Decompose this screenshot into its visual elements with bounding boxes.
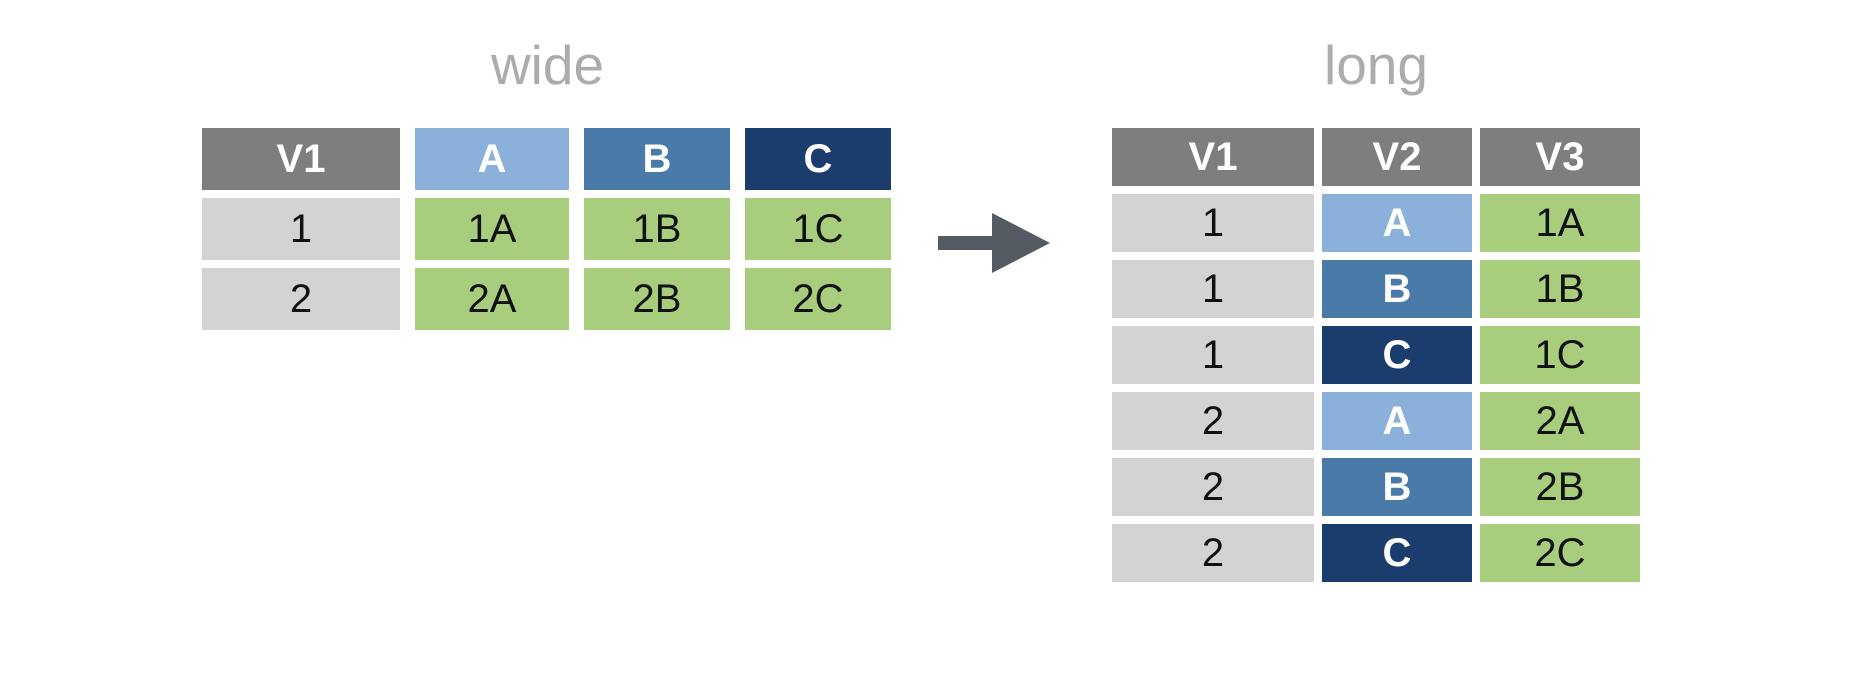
long-cell-r5-v1: 2 [1112,458,1314,516]
long-cell-r6-v1: 2 [1112,524,1314,582]
wide-header-cell-a: A [415,128,569,190]
right-arrow-icon [938,210,1052,276]
long-cell-r4-v1: 2 [1112,392,1314,450]
long-cell-r4-v2: A [1322,392,1472,450]
wide-cell-r2-c: 2C [745,268,891,330]
long-cell-r2-v3: 1B [1480,260,1640,318]
long-cell-r3-v2: C [1322,326,1472,384]
wide-header-cell-v1: V1 [202,128,400,190]
long-header-cell-v2: V2 [1322,128,1472,186]
wide-header-cell-b: B [584,128,730,190]
long-table-title: long [1324,34,1428,96]
long-cell-r4-v3: 2A [1480,392,1640,450]
long-cell-r6-v3: 2C [1480,524,1640,582]
wide-cell-r2-a: 2A [415,268,569,330]
wide-cell-r1-b: 1B [584,198,730,260]
wide-cell-r1-v1: 1 [202,198,400,260]
wide-cell-r2-b: 2B [584,268,730,330]
long-cell-r3-v1: 1 [1112,326,1314,384]
wide-cell-r1-c: 1C [745,198,891,260]
wide-cell-r2-v1: 2 [202,268,400,330]
long-cell-r1-v3: 1A [1480,194,1640,252]
long-header-cell-v1: V1 [1112,128,1314,186]
wide-header-cell-c: C [745,128,891,190]
long-cell-r2-v2: B [1322,260,1472,318]
long-cell-r5-v3: 2B [1480,458,1640,516]
arrow-head [992,213,1050,273]
wide-table-title: wide [490,34,605,96]
long-header-cell-v3: V3 [1480,128,1640,186]
long-cell-r6-v2: C [1322,524,1472,582]
wide-cell-r1-a: 1A [415,198,569,260]
arrow-shaft [938,236,998,250]
long-cell-r5-v2: B [1322,458,1472,516]
long-cell-r3-v3: 1C [1480,326,1640,384]
long-cell-r2-v1: 1 [1112,260,1314,318]
wide-table: V1 A B C 1 1A 1B 1C 2 2A 2B 2C [202,128,891,330]
long-table: V1 V2 V3 1 A 1A 1 B 1B 1 C 1C 2 A 2A 2 B… [1112,128,1640,582]
long-cell-r1-v2: A [1322,194,1472,252]
long-cell-r1-v1: 1 [1112,194,1314,252]
